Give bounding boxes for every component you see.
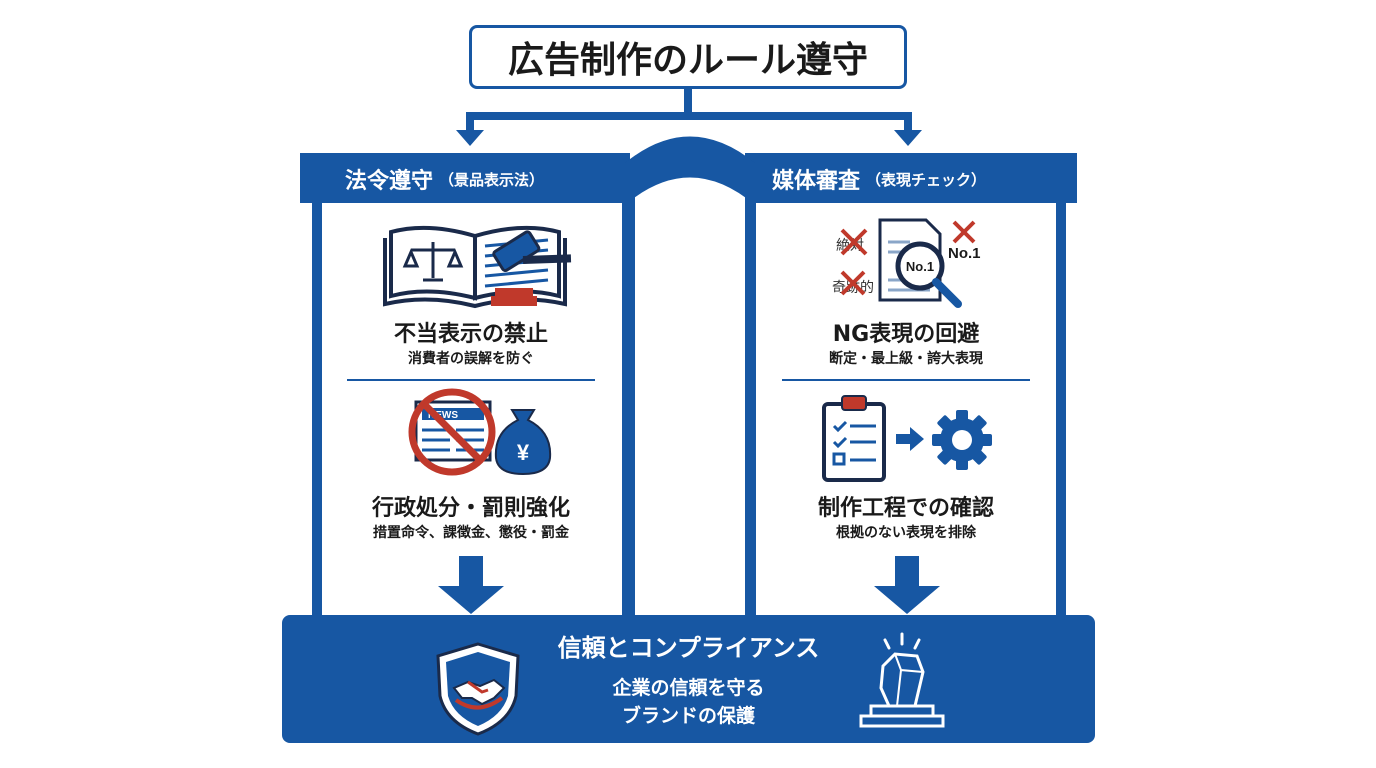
- left-panel-title: 法令遵守: [345, 169, 434, 194]
- right-item1-title: NG表現の回避: [832, 322, 980, 347]
- left-item1-subtitle: 消費者の誤解を防ぐ: [408, 351, 534, 367]
- left-divider: [347, 379, 595, 381]
- center-arch: [625, 136, 755, 615]
- left-down-arrow: [438, 556, 504, 614]
- left-panel-header: [300, 153, 630, 203]
- left-panel-note: （景品表示法）: [439, 170, 545, 189]
- document-magnifier-icon: 絶対 No.1 奇跡的 No.1: [832, 218, 981, 308]
- left-item2-title: 行政処分・罰則強化: [371, 496, 570, 521]
- right-panel-heading: 媒体審査 （表現チェック）: [772, 158, 986, 200]
- news-label: NEWS: [428, 410, 458, 421]
- right-panel-note: （表現チェック）: [866, 170, 987, 189]
- bottom-line2: ブランドの保護: [621, 705, 755, 727]
- right-down-arrow: [874, 556, 940, 614]
- bottom-line1: 企業の信頼を守る: [612, 677, 765, 699]
- left-panel-heading: 法令遵守 （景品表示法）: [345, 158, 544, 200]
- diagram-title: 広告制作のルール遵守: [469, 25, 907, 89]
- right-item1-subtitle: 断定・最上級・誇大表現: [829, 351, 983, 367]
- ng-word-2: No.1: [948, 245, 981, 262]
- left-item2-subtitle: 措置命令、課徴金、懲役・罰金: [373, 525, 569, 541]
- right-item2-subtitle: 根拠のない表現を排除: [836, 525, 976, 541]
- bottom-band: [282, 615, 1095, 743]
- right-item2-title: 制作工程での確認: [817, 496, 994, 521]
- law-book-gavel-icon: [383, 225, 572, 309]
- magnifier-label: No.1: [906, 259, 934, 274]
- checklist-gear-icon: [822, 395, 992, 482]
- bottom-title: 信頼とコンプライアンス: [557, 634, 820, 662]
- top-connector: [456, 89, 922, 146]
- right-pillar-outer: [1056, 200, 1066, 620]
- monument-icon: [859, 632, 945, 728]
- right-panel-header: [745, 153, 1077, 203]
- left-pillar-outer: [312, 200, 322, 620]
- handshake-shield-icon: [436, 642, 520, 736]
- right-divider: [782, 379, 1030, 381]
- yen-sign: ¥: [517, 440, 530, 465]
- prohibited-news-moneybag-icon: NEWS ¥: [408, 388, 552, 476]
- right-panel-title: 媒体審査: [772, 169, 861, 194]
- left-item1-title: 不当表示の禁止: [393, 322, 548, 347]
